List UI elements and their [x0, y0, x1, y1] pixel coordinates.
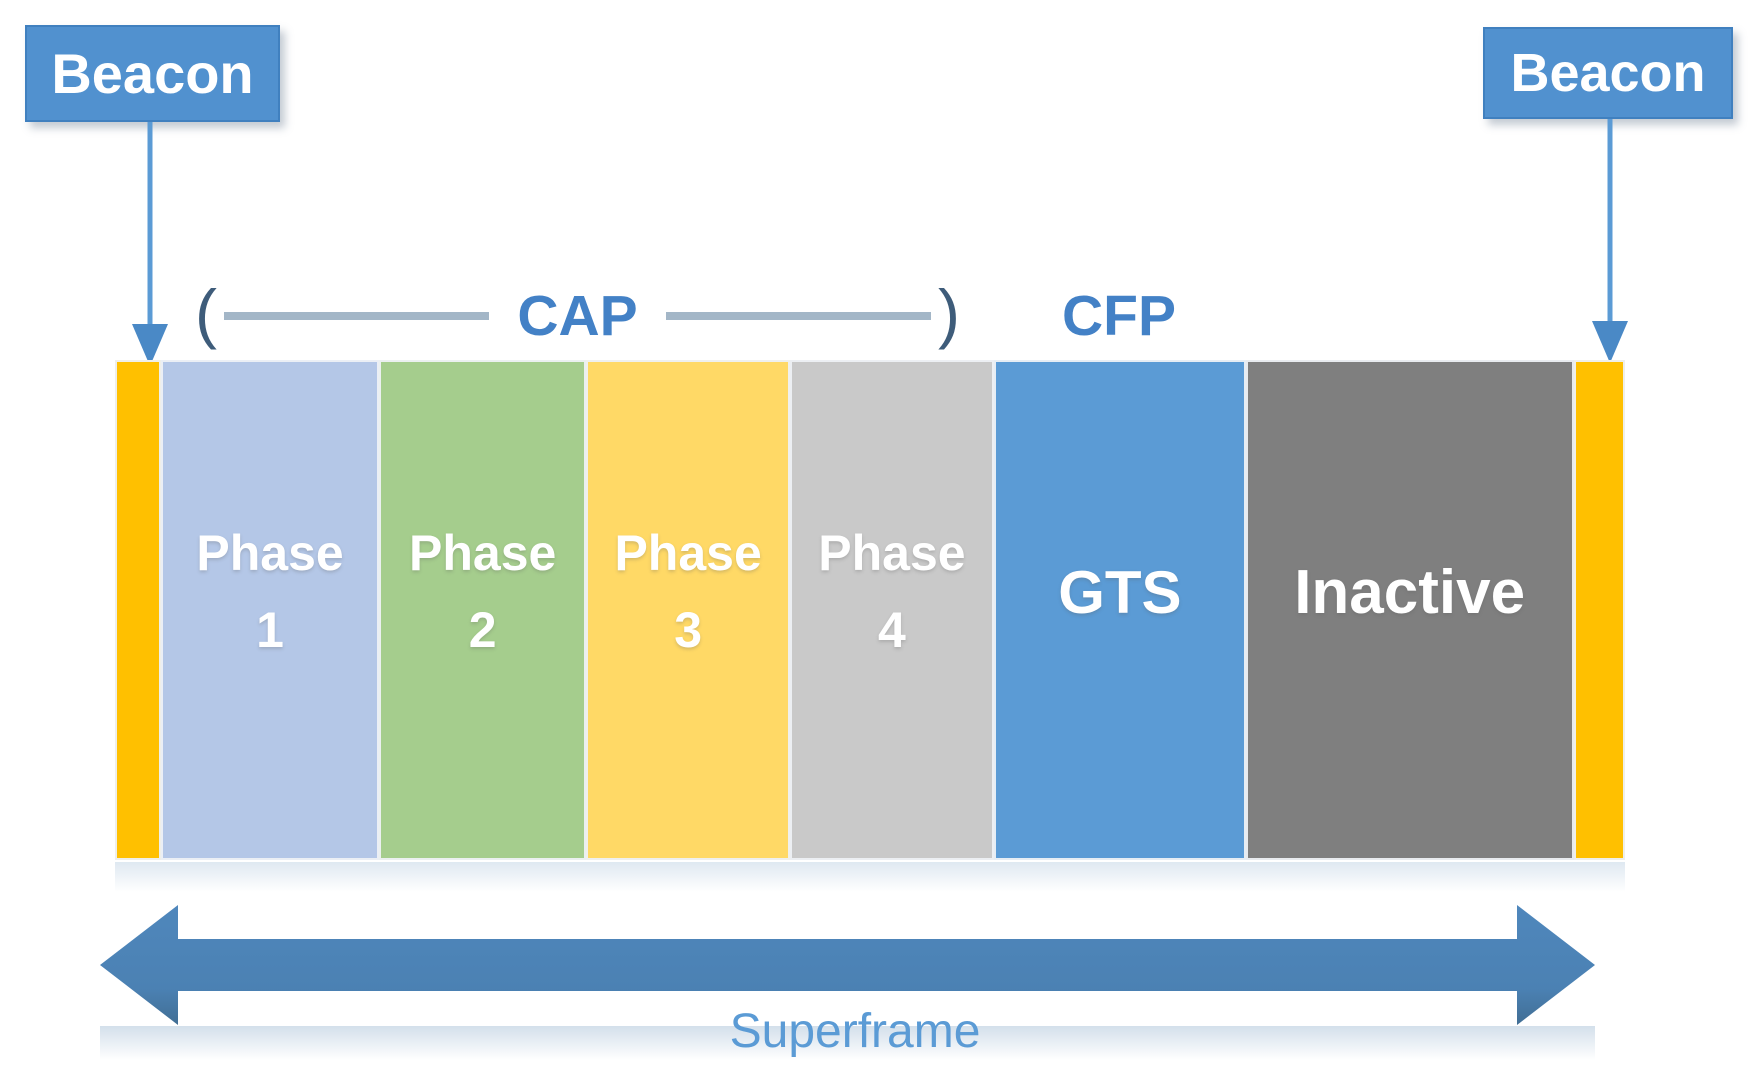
beacon-arrow-down-right-icon: [1592, 119, 1628, 363]
cap-arrow-left-end-icon: (: [195, 276, 217, 350]
cap-label: CAP: [517, 283, 638, 348]
cfp-label: CFP: [1062, 283, 1176, 348]
inactive-segment: Inactive: [1245, 360, 1574, 860]
superframe-bar: Phase 1 Phase 2 Phase 3 Phase 4 GTS Inactive: [115, 360, 1625, 860]
beacon-label-right: Beacon: [1483, 27, 1733, 119]
phase-3-segment: Phase 3: [586, 360, 790, 860]
beacon-label-right-text: Beacon: [1510, 43, 1706, 103]
cap-span-arrow: ( CAP ): [195, 276, 961, 351]
beacon-strip-left-segment: [115, 360, 162, 860]
beacon-strip-right-segment: [1573, 360, 1625, 860]
gts-label: GTS: [1058, 558, 1182, 626]
cap-arrow-line-left: [223, 312, 490, 320]
beacon-arrow-down-left-icon: [132, 122, 168, 366]
superframe-double-arrow-icon: [100, 905, 1595, 1025]
phase-4-label: Phase 4: [818, 524, 966, 659]
phase-1-segment: Phase 1: [161, 360, 379, 860]
superframe-label: Superframe: [729, 1005, 981, 1058]
beacon-label-left: Beacon: [25, 25, 280, 122]
beacon-label-left-text: Beacon: [51, 42, 254, 105]
superframe-arrow-reflection: [100, 1026, 1595, 1060]
cap-arrow-right-end-icon: ): [938, 276, 961, 350]
cap-arrow-line-right: [665, 312, 932, 320]
phase-2-label: Phase 2: [409, 524, 557, 659]
inactive-label: Inactive: [1294, 557, 1526, 627]
phase-4-segment: Phase 4: [789, 360, 995, 860]
phase-2-segment: Phase 2: [378, 360, 587, 860]
bar-reflection: [115, 862, 1625, 892]
phase-1-label: Phase 1: [196, 524, 344, 659]
phase-3-label: Phase 3: [614, 524, 762, 659]
gts-segment: GTS: [994, 360, 1246, 860]
